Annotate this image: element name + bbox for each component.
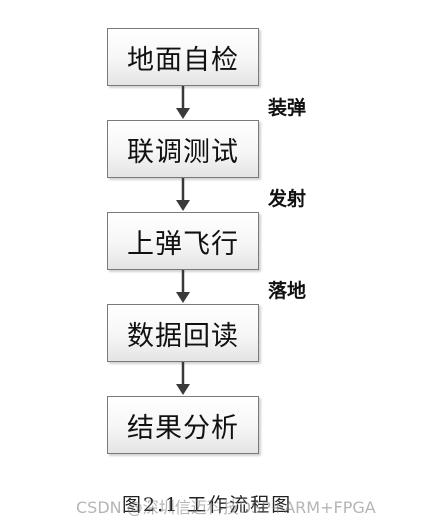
flow-step-label: 联调测试 [127, 136, 239, 168]
flow-arrow-down [176, 270, 190, 303]
flow-step-result-analysis: 结果分析 [107, 396, 259, 454]
flow-arrow-down [176, 178, 190, 211]
watermark: CSDN @深圳信迈科技DSP+ARM+FPGA [76, 498, 376, 517]
edge-label-landing: 落地 [268, 280, 307, 302]
edge-label-load-munition: 装弹 [268, 97, 307, 119]
flow-step-data-readback: 数据回读 [107, 304, 259, 362]
flow-arrow-down [176, 362, 190, 395]
flow-step-ground-self-check: 地面自检 [107, 28, 259, 86]
flow-step-label: 上弹飞行 [127, 228, 239, 260]
flow-step-label: 地面自检 [127, 44, 239, 76]
flow-arrow-down [176, 86, 190, 119]
flow-step-joint-debug-test: 联调测试 [107, 120, 259, 178]
flow-step-label: 数据回读 [127, 320, 239, 352]
flow-step-label: 结果分析 [127, 412, 239, 444]
figure-caption: 图2.1 工作流程图 [122, 494, 293, 516]
flow-step-flight: 上弹飞行 [107, 212, 259, 270]
edge-label-launch: 发射 [268, 188, 307, 210]
